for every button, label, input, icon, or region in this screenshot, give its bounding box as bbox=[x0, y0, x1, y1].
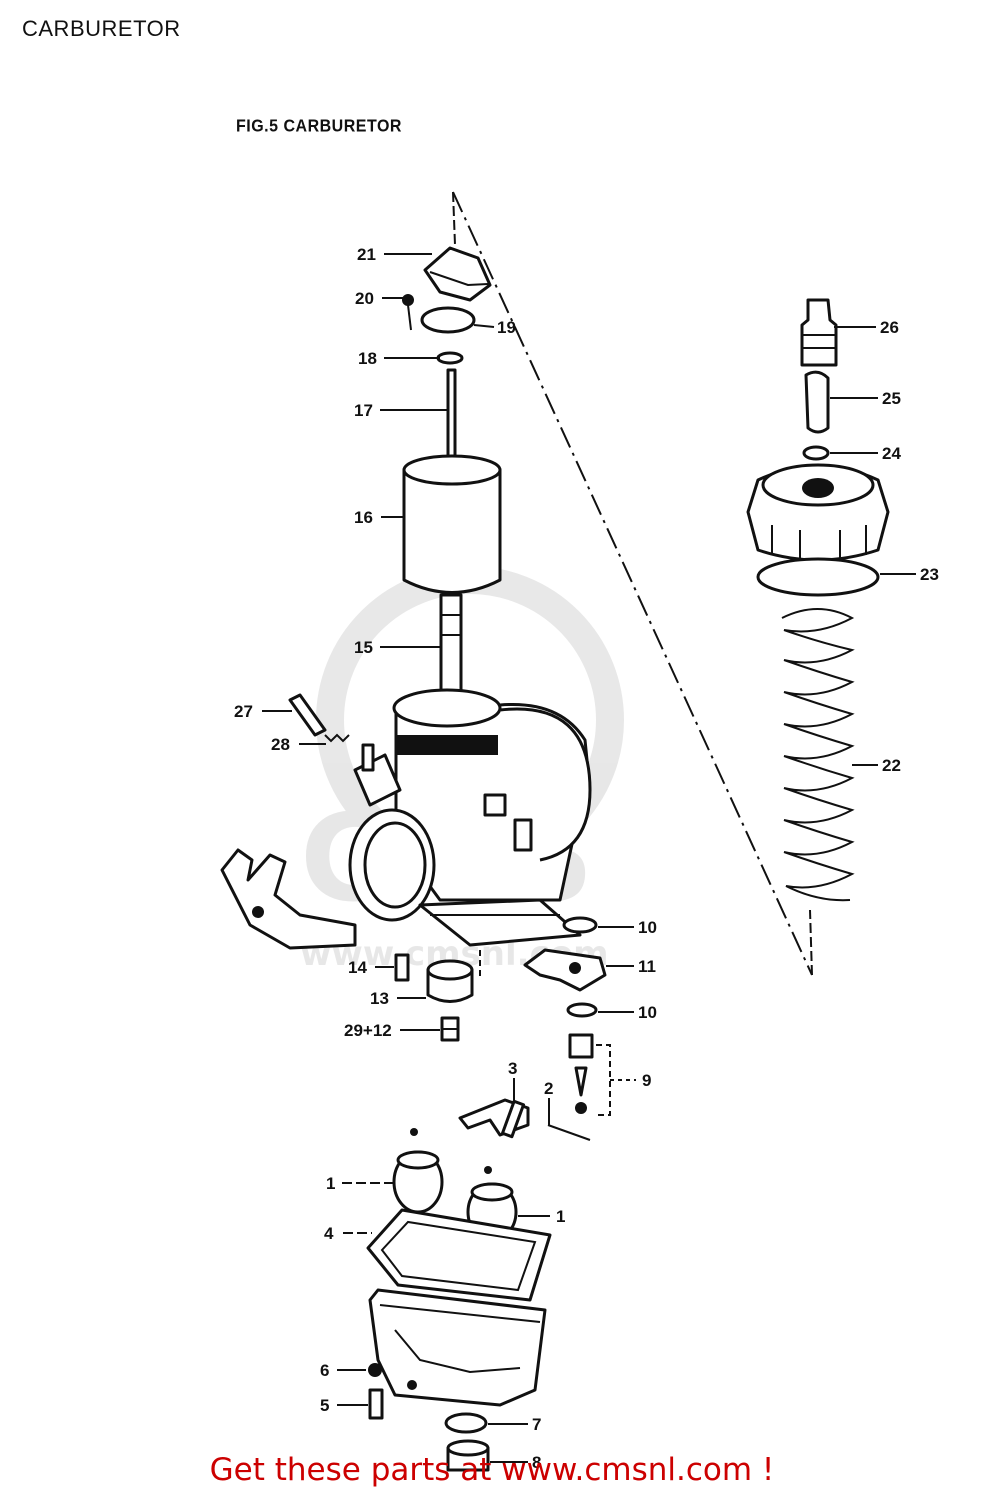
part-5-drain-screw bbox=[368, 1388, 384, 1420]
callout-6: 6 bbox=[320, 1361, 329, 1380]
callout-7: 7 bbox=[532, 1415, 541, 1434]
callout-4: 4 bbox=[324, 1224, 334, 1243]
callout-25: 25 bbox=[882, 389, 901, 408]
part-22-throttle-spring bbox=[781, 608, 855, 902]
part-8-plug bbox=[446, 1439, 490, 1472]
callout-11: 11 bbox=[638, 957, 656, 976]
part-23-mixing-chamber-top bbox=[746, 463, 890, 597]
carburetor-body bbox=[348, 688, 592, 947]
callout-15: 15 bbox=[354, 638, 373, 657]
part-20-screw bbox=[402, 294, 414, 331]
part-28-spring bbox=[324, 733, 350, 743]
page-title: CARBURETOR bbox=[22, 16, 181, 41]
callout-28: 28 bbox=[271, 735, 290, 754]
callout-9: 9 bbox=[642, 1071, 651, 1090]
small-ring-1 bbox=[410, 1128, 418, 1136]
part-10-washer-upper bbox=[562, 916, 598, 934]
figure-caption: FIG.5 CARBURETOR bbox=[236, 117, 402, 136]
part-14-pilot-jet bbox=[394, 953, 410, 982]
part-21-cap-cover bbox=[423, 246, 492, 302]
callout-16: 16 bbox=[354, 508, 373, 527]
callout-14: 14 bbox=[348, 958, 367, 977]
small-ring-2 bbox=[484, 1166, 492, 1174]
part-19-plate bbox=[420, 306, 476, 334]
callout-24: 24 bbox=[882, 444, 901, 463]
callout-10-upper: 10 bbox=[638, 918, 657, 937]
callout-20: 20 bbox=[355, 289, 374, 308]
callout-13: 13 bbox=[370, 989, 389, 1008]
callout-29-12: 29+12 bbox=[344, 1021, 392, 1040]
callout-leaders bbox=[262, 253, 916, 1463]
callout-22: 22 bbox=[882, 756, 901, 775]
part-27-air-screw bbox=[288, 693, 327, 737]
callout-5: 5 bbox=[320, 1396, 329, 1415]
callout-8: 8 bbox=[532, 1453, 541, 1472]
part-6-o-ring bbox=[368, 1363, 382, 1377]
part-26-cable-adjuster bbox=[800, 298, 838, 367]
callout-2: 2 bbox=[544, 1079, 553, 1098]
part-9-needle-valve bbox=[568, 1033, 594, 1114]
callout-23: 23 bbox=[920, 565, 939, 584]
part-13-holder bbox=[426, 959, 474, 1003]
part-16-throttle-valve bbox=[402, 454, 502, 594]
float-chamber-bowl bbox=[368, 1288, 547, 1407]
part-12-main-jet bbox=[440, 1016, 460, 1042]
callout-3: 3 bbox=[508, 1059, 517, 1078]
part-25-adjuster-nut bbox=[804, 370, 830, 434]
callout-17: 17 bbox=[354, 401, 373, 420]
part-7-gasket bbox=[444, 1412, 488, 1434]
explode-guide-lines bbox=[452, 191, 813, 978]
part-3-float-arm bbox=[458, 1098, 530, 1139]
part-18-clip bbox=[436, 351, 464, 365]
part-15-needle-jet bbox=[439, 593, 463, 697]
callout-10-lower: 10 bbox=[638, 1003, 657, 1022]
footer-parts-link[interactable]: Get these parts at www.cmsnl.com ! bbox=[209, 1452, 775, 1488]
part-1-float-left bbox=[392, 1150, 444, 1214]
callout-1-right: 1 bbox=[556, 1207, 565, 1226]
callout-1-left: 1 bbox=[326, 1174, 335, 1193]
part-2-float-pin bbox=[547, 1124, 591, 1141]
callout-18: 18 bbox=[358, 349, 377, 368]
part-10-washer-lower bbox=[566, 1002, 598, 1018]
callout-26: 26 bbox=[880, 318, 899, 337]
callout-27: 27 bbox=[234, 702, 253, 721]
part-24-o-ring bbox=[802, 445, 830, 461]
callout-numbers: 21 20 19 18 17 16 15 27 28 26 25 24 23 2… bbox=[234, 245, 939, 1472]
throttle-lever bbox=[220, 848, 357, 950]
callout-21: 21 bbox=[357, 245, 376, 264]
callout-19: 19 bbox=[497, 318, 516, 337]
part-4-gasket bbox=[366, 1208, 552, 1302]
part-11-baffle-plate bbox=[523, 948, 607, 992]
